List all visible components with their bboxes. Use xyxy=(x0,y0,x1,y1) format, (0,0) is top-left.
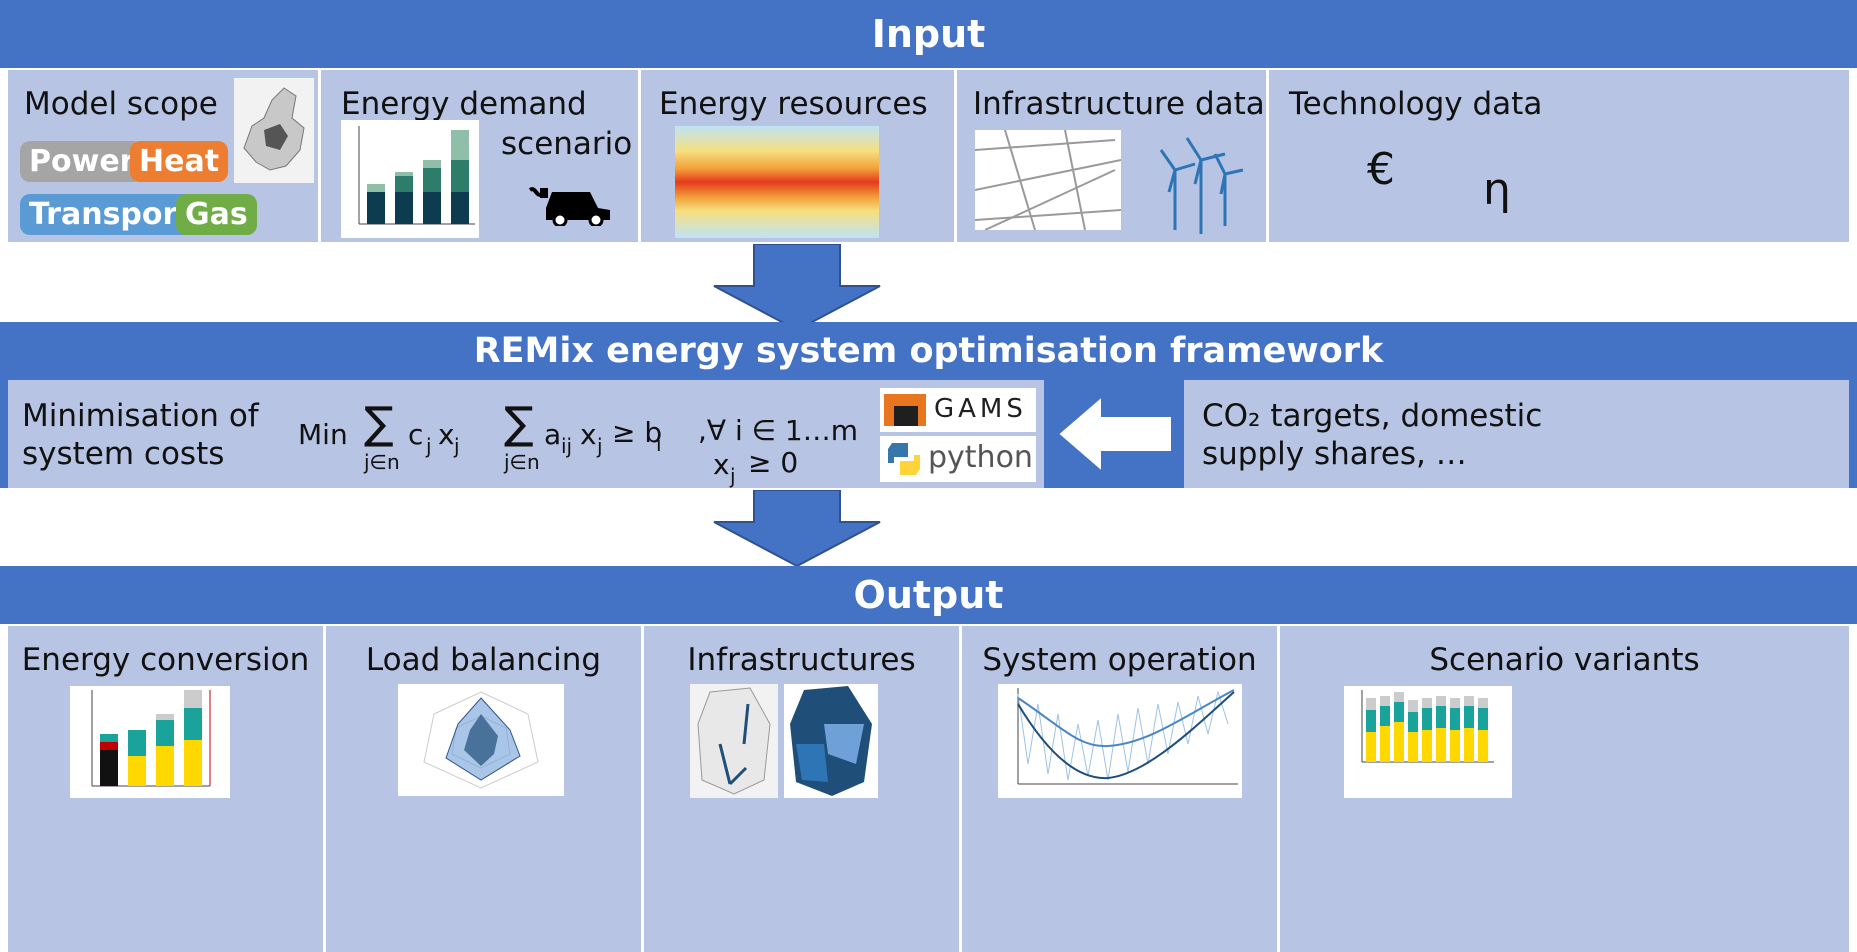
formula-constraint-x-sub: j xyxy=(597,434,603,458)
gams-logo: GAMS xyxy=(880,388,1036,432)
gams-logo-mark-inner xyxy=(894,406,918,426)
solar-resource-map-image xyxy=(675,126,879,238)
energy-demand-title: Energy demand xyxy=(341,86,587,122)
formula-index-objective: j∈n xyxy=(364,450,400,474)
system-operation-chart-image xyxy=(998,684,1242,798)
technology-panel: Technology data € η xyxy=(1269,70,1849,242)
formula-sigma-constraint: ∑ xyxy=(504,398,534,449)
python-logo-text: python xyxy=(928,440,1033,475)
framework-row: Minimisation of system costs Min ∑ j∈n c… xyxy=(0,380,1857,488)
energy-conversion-panel: Energy conversion xyxy=(8,626,326,952)
infrastructure-network-map-image xyxy=(690,684,778,798)
transport-tag: Transport xyxy=(20,194,201,235)
formula-index-constraint: j∈n xyxy=(504,450,540,474)
left-arrow xyxy=(1056,392,1176,476)
scenario-variants-title: Scenario variants xyxy=(1429,642,1700,678)
power-tag: Power xyxy=(20,141,144,182)
eta-symbol: η xyxy=(1483,164,1511,215)
objective-panel: Minimisation of system costs Min ∑ j∈n c… xyxy=(8,380,1044,488)
down-arrow-2 xyxy=(712,490,882,568)
energy-resources-panel: Energy resources xyxy=(641,70,957,242)
scenario-variants-panel: Scenario variants xyxy=(1280,626,1849,952)
infrastructure-panel: Infrastructure data xyxy=(957,70,1269,242)
input-header: Input xyxy=(0,0,1857,68)
constraints-line2: supply shares, … xyxy=(1202,436,1467,472)
heat-tag: Heat xyxy=(130,141,229,182)
model-scope-title: Model scope xyxy=(24,86,218,122)
formula-forall: ,∀ i ∈ 1…m xyxy=(698,414,859,447)
formula-constraint-rhs: ≥ b xyxy=(612,416,663,449)
output-header: Output xyxy=(0,566,1857,624)
energy-conversion-chart-image xyxy=(70,686,230,798)
system-operation-title: System operation xyxy=(982,642,1257,678)
formula-min: Min xyxy=(298,418,348,451)
constraints-line1: CO₂ targets, domestic xyxy=(1202,398,1543,434)
down-arrow-1 xyxy=(712,244,882,332)
formula-constraint-rhs-sub: i xyxy=(656,432,662,456)
energy-demand-subtitle: scenario xyxy=(501,126,633,162)
framework-header: REMix energy system optimisation framewo… xyxy=(0,322,1857,380)
formula-objective-c: c xyxy=(408,418,424,451)
infrastructures-panel: Infrastructures xyxy=(644,626,962,952)
objective-line2: system costs xyxy=(22,436,225,472)
load-balancing-radar-image xyxy=(398,684,564,796)
infrastructures-title: Infrastructures xyxy=(687,642,916,678)
load-balancing-title: Load balancing xyxy=(365,642,602,678)
formula-constraint-a: a xyxy=(544,418,562,451)
demand-bar-chart-image xyxy=(341,120,479,238)
system-operation-panel: System operation xyxy=(962,626,1280,952)
grid-lines-image xyxy=(975,130,1121,230)
formula-sigma-objective: ∑ xyxy=(364,398,394,449)
energy-demand-panel: Energy demand scenario xyxy=(321,70,641,242)
formula-nonneg-x-sub: j xyxy=(730,464,736,488)
energy-conversion-title: Energy conversion xyxy=(21,642,310,678)
objective-line1: Minimisation of xyxy=(22,398,259,434)
input-row: Model scope Power Heat Transport Gas Ene… xyxy=(8,70,1849,242)
model-scope-panel: Model scope Power Heat Transport Gas xyxy=(8,70,321,242)
scenario-variants-chart-image xyxy=(1344,686,1512,798)
formula-nonneg: ≥ 0 xyxy=(748,446,799,479)
formula-nonneg-x: x xyxy=(713,448,730,481)
euro-symbol: € xyxy=(1367,144,1395,195)
energy-resources-title: Energy resources xyxy=(659,86,928,122)
technology-title: Technology data xyxy=(1289,86,1543,122)
python-logo: python xyxy=(880,436,1036,482)
formula-objective-x-sub: j xyxy=(454,434,460,458)
constraints-panel: CO₂ targets, domestic supply shares, … xyxy=(1184,380,1849,488)
infrastructure-title: Infrastructure data xyxy=(973,86,1265,122)
load-balancing-panel: Load balancing xyxy=(326,626,644,952)
europe-map-image xyxy=(234,78,314,183)
gas-tag: Gas xyxy=(176,194,257,235)
formula-objective-x: x xyxy=(438,418,455,451)
formula-constraint-x: x xyxy=(580,418,597,451)
formula-constraint-a-sub: ij xyxy=(561,434,573,458)
gams-logo-text: GAMS xyxy=(934,394,1027,424)
infrastructure-choropleth-map-image xyxy=(784,684,878,798)
formula-objective-c-sub: j xyxy=(426,434,432,458)
electric-car-icon xyxy=(526,170,616,226)
wind-turbines-icon xyxy=(1155,130,1245,240)
python-logo-mark xyxy=(888,443,920,475)
output-row: Energy conversion Load balancing Infrast… xyxy=(8,626,1849,952)
